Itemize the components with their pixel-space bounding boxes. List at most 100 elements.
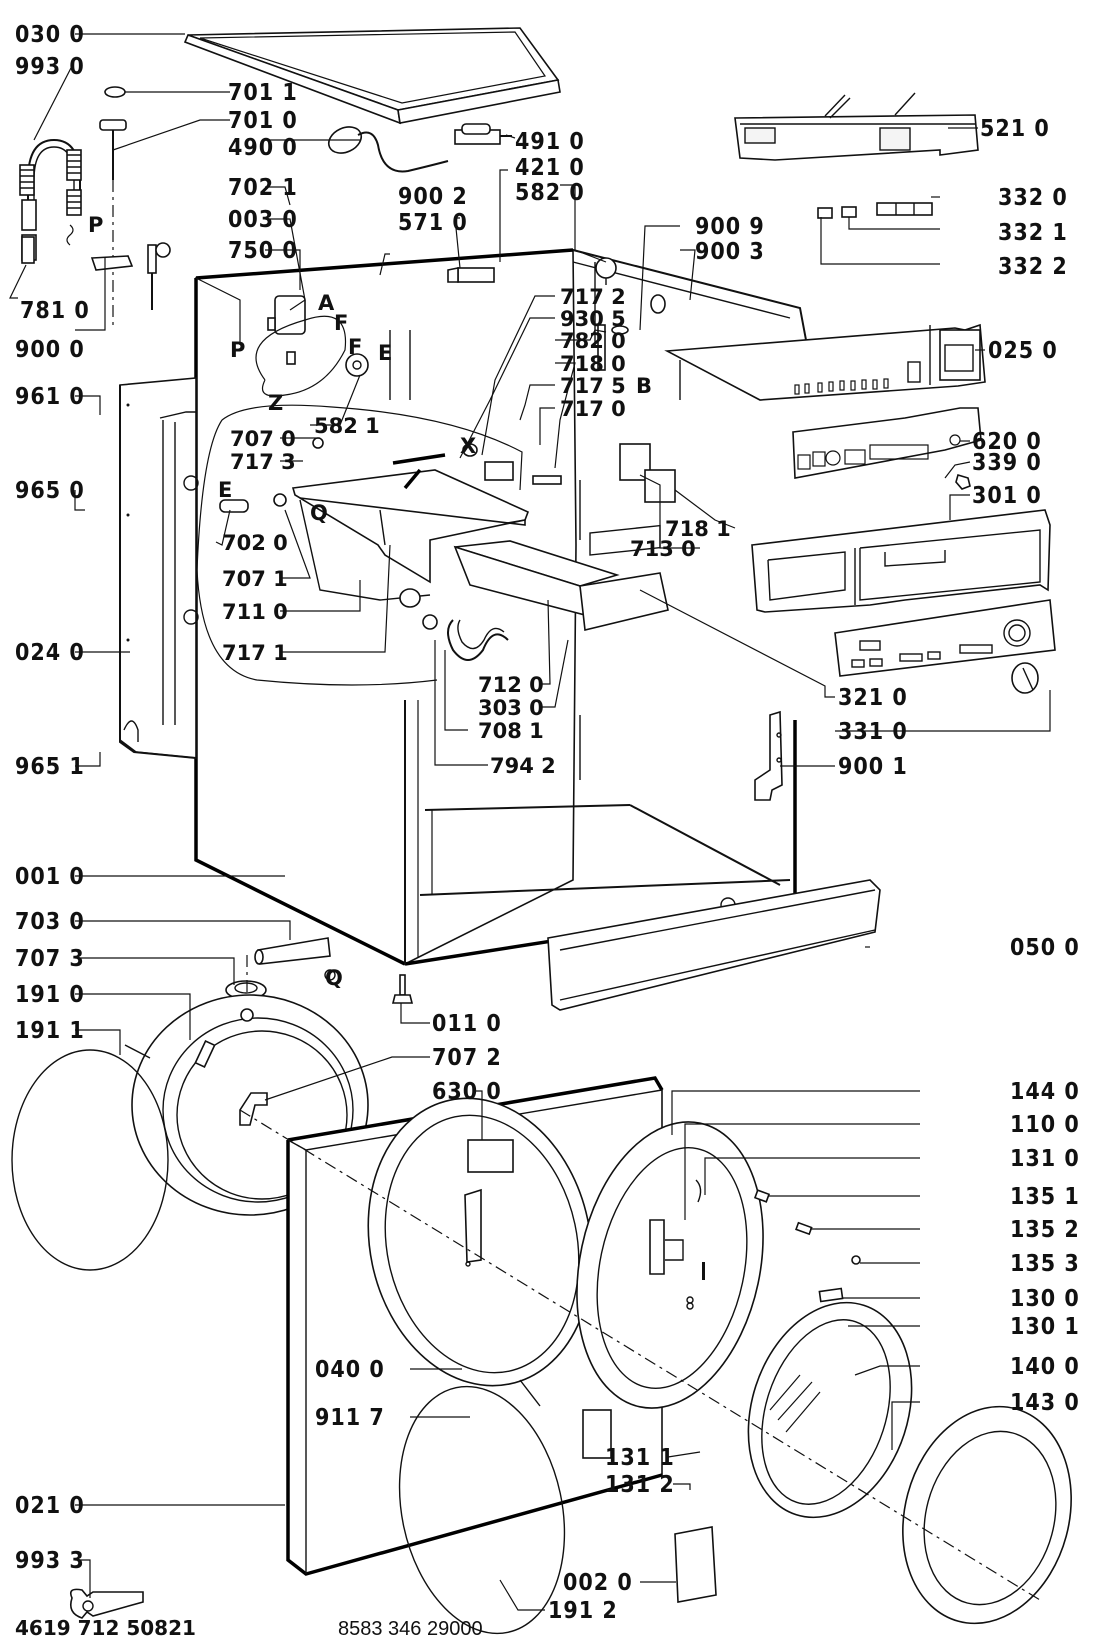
label-717-0: 717 0: [560, 397, 626, 421]
label-135-1: 135 1: [1010, 1184, 1080, 1210]
control-board-part: [792, 407, 982, 479]
label-900-2: 900 2: [398, 184, 468, 210]
label-707-1: 707 1: [222, 567, 288, 591]
marker-q-1: Q: [310, 501, 328, 525]
detergent-dispenser-housing-part: [291, 469, 530, 608]
selector-knob-part: [1011, 662, 1039, 694]
door-ring-part: [367, 1097, 593, 1635]
label-630-0: 630 0: [432, 1079, 502, 1105]
marker-e-2: E: [218, 478, 232, 502]
marker-q-2: Q: [325, 966, 343, 990]
label-965-1: 965 1: [15, 754, 85, 780]
label-900-3: 900 3: [695, 239, 765, 265]
label-900-9: 900 9: [695, 214, 765, 240]
control-panel-frame-part: [664, 323, 986, 401]
door-frame-part: [576, 1121, 764, 1409]
side-bracket-part: [754, 710, 783, 801]
label-025-0: 025 0: [988, 338, 1058, 364]
misc-hardware: [225, 937, 414, 1110]
label-001-0: 001 0: [15, 864, 85, 890]
buttons-part: [817, 202, 933, 219]
marker-a: A: [318, 291, 335, 315]
door-bezel-part: [902, 1405, 1072, 1625]
label-021-0: 021 0: [15, 1493, 85, 1519]
label-321-0: 321 0: [838, 685, 908, 711]
label-718-0: 718 0: [560, 352, 626, 376]
label-708-1: 708 1: [478, 719, 544, 743]
label-050-0: 050 0: [1010, 935, 1080, 961]
label-331-0: 331 0: [838, 719, 908, 745]
label-717-1: 717 1: [222, 641, 288, 665]
label-702-1: 702 1: [228, 175, 298, 201]
marker-f-1: F: [334, 311, 348, 335]
drum-cover-part: [11, 1044, 169, 1271]
footer-code-left: 4619 712 50821: [15, 1616, 196, 1640]
axis-line: [239, 1109, 1041, 1601]
label-900-1: 900 1: [838, 754, 908, 780]
marker-f-2: F: [348, 335, 362, 359]
label-135-3: 135 3: [1010, 1251, 1080, 1277]
label-130-0: 130 0: [1010, 1286, 1080, 1312]
footer-code-right: 8583 346 29000: [338, 1618, 483, 1640]
timer-module-part: [734, 92, 979, 161]
label-303-0: 303 0: [478, 696, 544, 720]
label-781-0: 781 0: [20, 298, 90, 324]
label-040-0: 040 0: [315, 1357, 385, 1383]
label-131-2: 131 2: [605, 1472, 675, 1498]
label-702-0: 702 0: [222, 531, 288, 555]
label-911-7: 911 7: [315, 1405, 385, 1431]
leader-lines: [9, 33, 1051, 1611]
spanner-part: [69, 1588, 144, 1619]
label-332-1: 332 1: [998, 220, 1068, 246]
label-717-3: 717 3: [230, 450, 296, 474]
marker-p-1: P: [88, 213, 103, 237]
label-717-5: 717 5: [560, 374, 626, 398]
label-713-0: 713 0: [630, 537, 696, 561]
label-301-0: 301 0: [972, 483, 1042, 509]
label-131-0: 131 0: [1010, 1146, 1080, 1172]
label-110-0: 110 0: [1010, 1112, 1080, 1138]
selector-spindle-part: [955, 474, 971, 490]
letter-markers: P P A F F E E Z X B Q Q: [88, 213, 652, 990]
label-961-0: 961 0: [15, 384, 85, 410]
detergent-drawer-part: [453, 524, 669, 631]
label-930-5: 930 5: [560, 307, 626, 331]
label-782-0: 782 0: [560, 329, 626, 353]
label-794-2: 794 2: [490, 754, 556, 778]
label-707-0: 707 0: [230, 427, 296, 451]
label-191-2: 191 2: [548, 1598, 618, 1624]
marker-e-1: E: [378, 341, 392, 365]
label-750-0: 750 0: [228, 238, 298, 264]
label-965-0: 965 0: [15, 478, 85, 504]
marker-b: B: [636, 374, 652, 398]
fascia-panel-part: [834, 599, 1056, 677]
label-339-0: 339 0: [972, 450, 1042, 476]
label-900-0: 900 0: [15, 337, 85, 363]
label-191-0: 191 0: [15, 982, 85, 1008]
marker-x: X: [460, 434, 476, 458]
label-712-0: 712 0: [478, 673, 544, 697]
label-993-0: 993 0: [15, 54, 85, 80]
top-lid-part: [183, 27, 561, 125]
label-003-0: 003 0: [228, 207, 298, 233]
side-panel-part: [119, 377, 199, 759]
label-717-2: 717 2: [560, 285, 626, 309]
power-cable-part: [327, 123, 512, 173]
label-582-1: 582 1: [314, 414, 380, 438]
label-140-0: 140 0: [1010, 1354, 1080, 1380]
part-labels: 030 0 993 0 701 1 701 0 490 0 491 0 421 …: [15, 22, 1080, 1624]
label-030-0: 030 0: [15, 22, 85, 48]
label-143-0: 143 0: [1010, 1390, 1080, 1416]
label-024-0: 024 0: [15, 640, 85, 666]
label-130-1: 130 1: [1010, 1314, 1080, 1340]
door-glass-part: [747, 1301, 913, 1519]
label-521-0: 521 0: [980, 116, 1050, 142]
label-332-0: 332 0: [998, 185, 1068, 211]
label-620-0: 620 0: [972, 429, 1042, 455]
label-490-0: 490 0: [228, 135, 298, 161]
label-703-0: 703 0: [15, 909, 85, 935]
valve-and-parts: [219, 257, 676, 513]
label-571-0: 571 0: [398, 210, 468, 236]
label-332-2: 332 2: [998, 254, 1068, 280]
